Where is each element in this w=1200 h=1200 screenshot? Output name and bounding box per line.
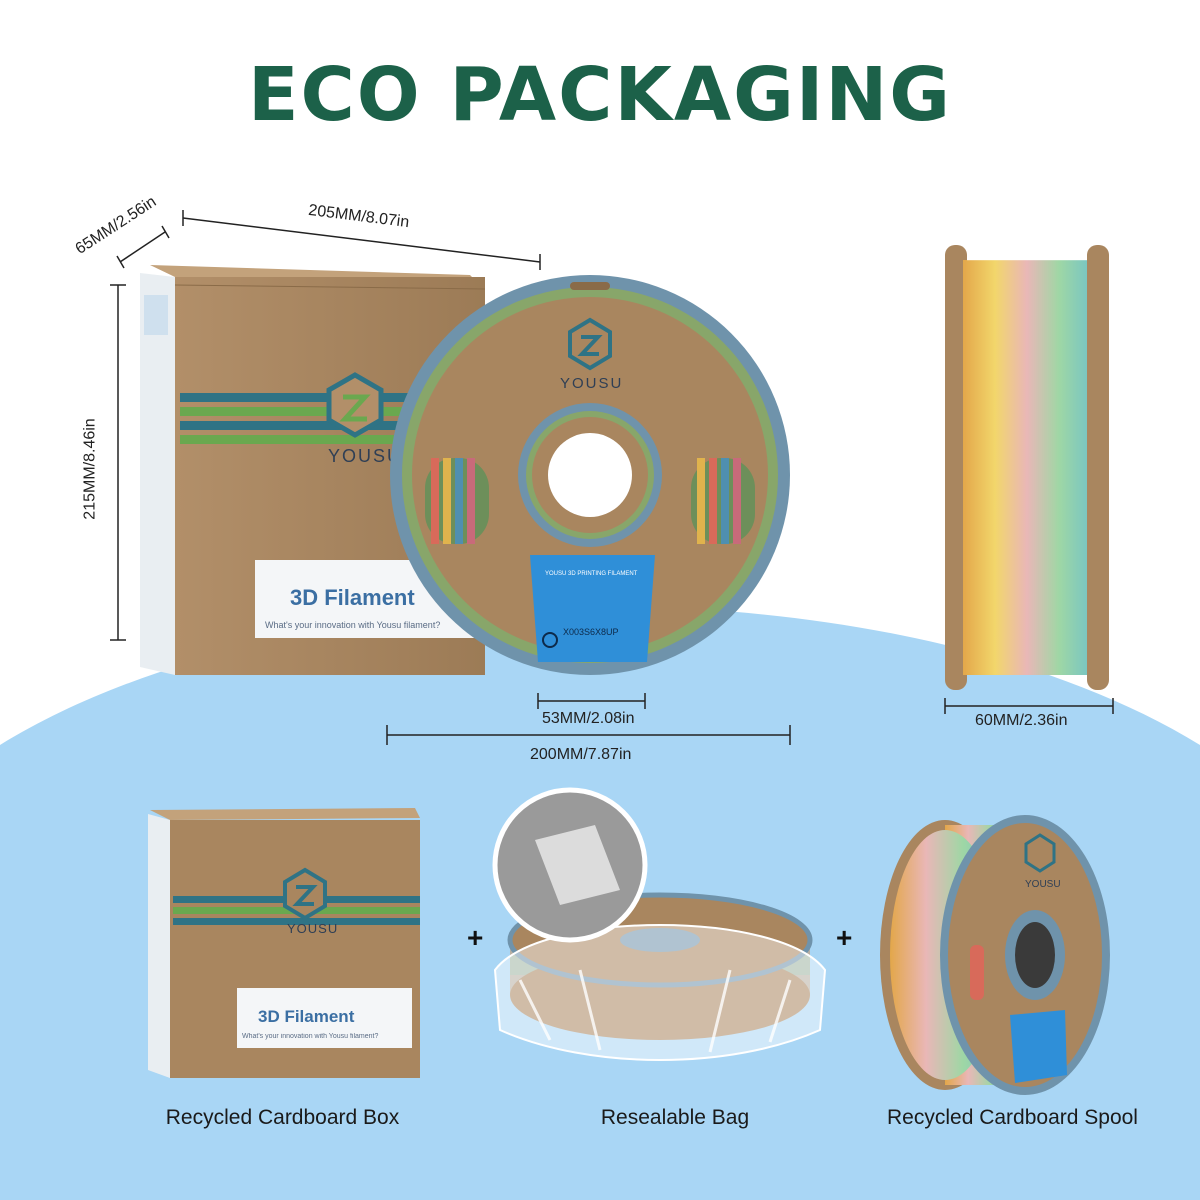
spool-side — [945, 245, 1109, 690]
page-title: ECO PACKAGING — [247, 52, 953, 138]
caption-spool: Recycled Cardboard Spool — [887, 1106, 1138, 1129]
box-small: YOUSU — [148, 808, 420, 1078]
bagged-spool — [492, 787, 827, 1061]
dimension-lines — [110, 210, 1114, 745]
box-brand-text: YOUSU — [328, 446, 402, 466]
dim-spool-diameter: 200MM/7.87in — [530, 746, 632, 763]
spool-front: YOUSU YOUSU 3D PRINTING FILAMENT X003S6X… — [390, 275, 790, 675]
dim-spool-width: 60MM/2.36in — [975, 712, 1068, 729]
caption-bag: Resealable Bag — [600, 1106, 750, 1129]
box-label-subtitle: What's your innovation with Yousu filame… — [265, 620, 441, 630]
small-box-brand-text: YOUSU — [287, 921, 338, 936]
plus-icon: + — [836, 922, 853, 953]
small-box-logo-icon — [283, 867, 327, 921]
spool-brand-text: YOUSU — [560, 375, 623, 392]
small-box-label-title: 3D Filament — [258, 1007, 355, 1026]
spool-angled: YOUSU — [880, 815, 1110, 1095]
spool-label-heading: YOUSU 3D PRINTING FILAMENT — [545, 571, 638, 577]
recycle-icon — [542, 632, 558, 648]
yousu-logo-icon — [326, 372, 384, 438]
angled-spool-logo-icon — [1024, 833, 1056, 873]
small-box-label-subtitle: What's your innovation with Yousu filame… — [242, 1033, 379, 1040]
dim-box-height: 215MM/8.46in — [81, 418, 99, 520]
plus-icon: + — [467, 922, 484, 953]
spool-label-barcode: X003S6X8UP — [563, 627, 619, 637]
angled-spool-brand-text: YOUSU — [1025, 879, 1061, 890]
spool-logo-icon — [568, 317, 612, 371]
caption-box: Recycled Cardboard Box — [165, 1106, 400, 1129]
box-label-title: 3D Filament — [290, 585, 415, 610]
dim-spool-hub: 53MM/2.08in — [542, 710, 635, 727]
